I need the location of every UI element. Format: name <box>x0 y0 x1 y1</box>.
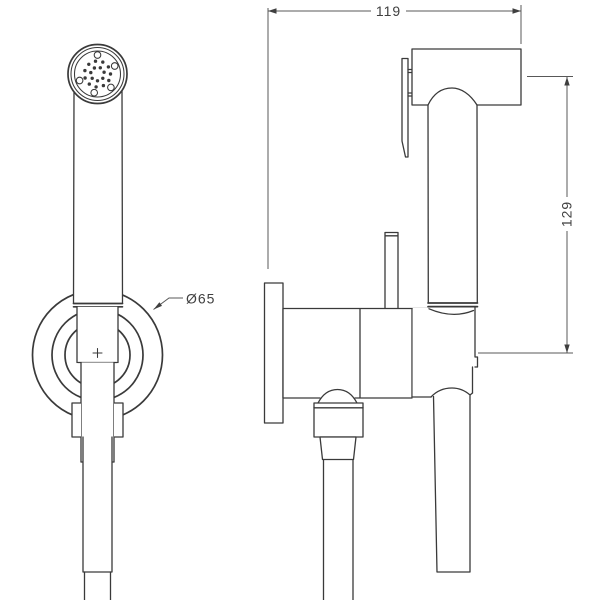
spray-head-side <box>401 48 522 158</box>
dimension-diameter: Ø65 <box>153 291 215 310</box>
height-dimension-text: 129 <box>559 201 575 227</box>
connector-dome <box>317 388 358 404</box>
handle-lower-front <box>82 436 113 573</box>
diameter-arrow <box>153 302 162 310</box>
cup-rim-arc <box>428 308 475 315</box>
valve-body-side <box>282 307 429 399</box>
handle-end-cap <box>427 302 479 308</box>
head-outer-rim <box>67 43 128 105</box>
hose-front <box>83 571 112 600</box>
wall-plate-side <box>263 282 284 424</box>
diameter-dimension-text: Ø65 <box>186 291 215 307</box>
dimension-width: 119 <box>267 3 522 269</box>
spray-nozzle-holes <box>75 51 119 97</box>
head-inner-rim <box>70 46 125 102</box>
dimension-height: 129 <box>478 76 575 354</box>
hose-nut <box>313 402 364 438</box>
hose-connector <box>313 388 364 600</box>
height-arrow-top <box>564 77 570 86</box>
front-view <box>31 43 164 600</box>
side-view <box>263 48 522 600</box>
height-extension-lines <box>478 76 573 354</box>
width-extension-lines <box>267 5 522 269</box>
hose-ferrule <box>319 436 357 461</box>
width-arrow-left <box>268 8 277 14</box>
handle-dome-top <box>427 87 478 106</box>
cup-bottom-arc <box>430 387 474 398</box>
holder-cup-side <box>411 306 479 398</box>
diameter-leader-line <box>153 297 183 310</box>
width-dimension-text: 119 <box>376 3 401 19</box>
clip-flange-right <box>114 402 124 438</box>
hose-side <box>322 458 354 600</box>
handle-front <box>71 90 124 600</box>
trigger-lever <box>401 57 409 158</box>
spray-dot-pattern <box>83 59 113 89</box>
head-face-circle <box>73 50 122 98</box>
dimension-annotations: 119 129 Ø65 <box>153 3 575 354</box>
height-arrow-bottom <box>564 344 570 353</box>
center-cross-mark <box>92 347 103 359</box>
spray-head-face <box>67 43 128 105</box>
clip-flange-left <box>71 402 81 438</box>
handle-side-lower <box>432 394 471 573</box>
handle-side-upper <box>427 104 479 308</box>
width-arrow-right <box>512 8 521 14</box>
riser-pin <box>384 231 399 310</box>
